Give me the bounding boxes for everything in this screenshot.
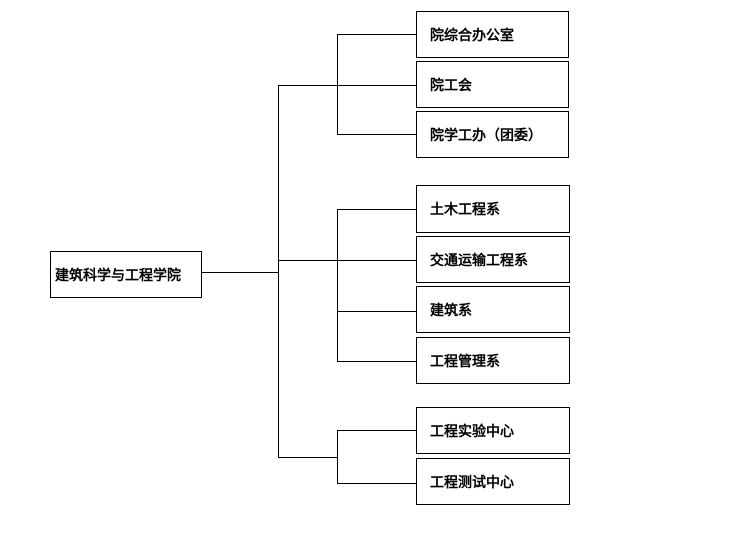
connector-root — [201, 272, 279, 273]
unit-node-label: 土木工程系 — [430, 202, 500, 218]
connector-group-1 — [337, 34, 338, 135]
unit-node-student-affairs: 院学工办（团委） — [416, 111, 569, 158]
connector-unit — [337, 134, 417, 135]
unit-node-general-office: 院综合办公室 — [416, 11, 569, 58]
unit-node-testing-center: 工程测试中心 — [416, 458, 570, 505]
unit-node-label: 院工会 — [430, 77, 472, 94]
unit-node-label: 院综合办公室 — [430, 27, 514, 44]
unit-node-civil-engineering: 土木工程系 — [416, 185, 570, 233]
unit-node-label: 交通运输工程系 — [430, 252, 528, 269]
connector-trunk-group-2 — [278, 260, 338, 261]
connector-unit — [337, 311, 417, 312]
unit-node-label: 院学工办（团委） — [430, 127, 542, 144]
connector-unit — [337, 361, 417, 362]
connector-unit — [337, 85, 417, 86]
connector-unit — [337, 430, 417, 431]
unit-node-label: 工程管理系 — [430, 353, 500, 370]
unit-node-label: 建筑系 — [430, 302, 472, 319]
connector-unit — [337, 209, 417, 210]
connector-unit — [337, 34, 417, 35]
connector-trunk-group-3 — [278, 457, 338, 458]
unit-node-label: 工程测试中心 — [430, 474, 514, 491]
unit-node-engineering-management: 工程管理系 — [416, 337, 570, 384]
connector-group-2 — [337, 209, 338, 362]
unit-node-experiment-center: 工程实验中心 — [416, 407, 570, 454]
unit-node-label: 工程实验中心 — [430, 423, 514, 440]
unit-node-labor-union: 院工会 — [416, 61, 569, 108]
root-node-label: 建筑科学与工程学院 — [55, 267, 181, 284]
unit-node-transportation: 交通运输工程系 — [416, 236, 570, 283]
unit-node-architecture: 建筑系 — [416, 286, 570, 333]
connector-unit — [337, 260, 417, 261]
connector-trunk — [278, 85, 279, 458]
connector-trunk-group-1 — [278, 85, 338, 86]
connector-unit — [337, 483, 417, 484]
root-node: 建筑科学与工程学院 — [50, 251, 202, 298]
connector-group-3 — [337, 430, 338, 484]
